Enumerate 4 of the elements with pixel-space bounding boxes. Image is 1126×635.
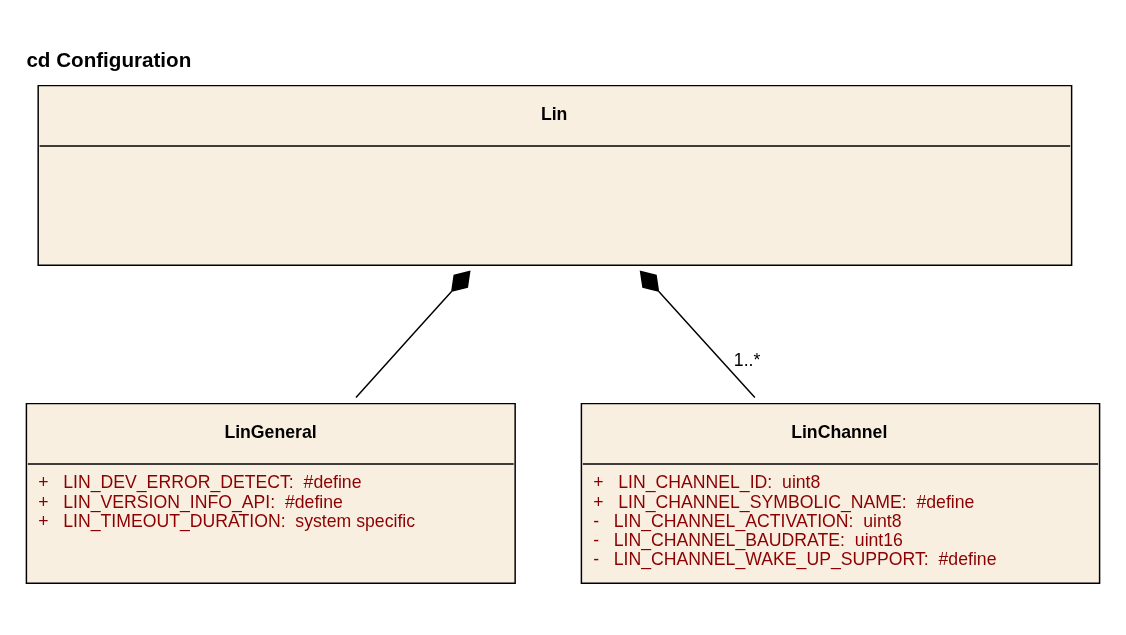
edge-label: 1..* <box>733 350 761 371</box>
connector <box>355 270 471 399</box>
diagram-title: cd Configuration <box>26 47 192 71</box>
connector <box>639 270 756 399</box>
